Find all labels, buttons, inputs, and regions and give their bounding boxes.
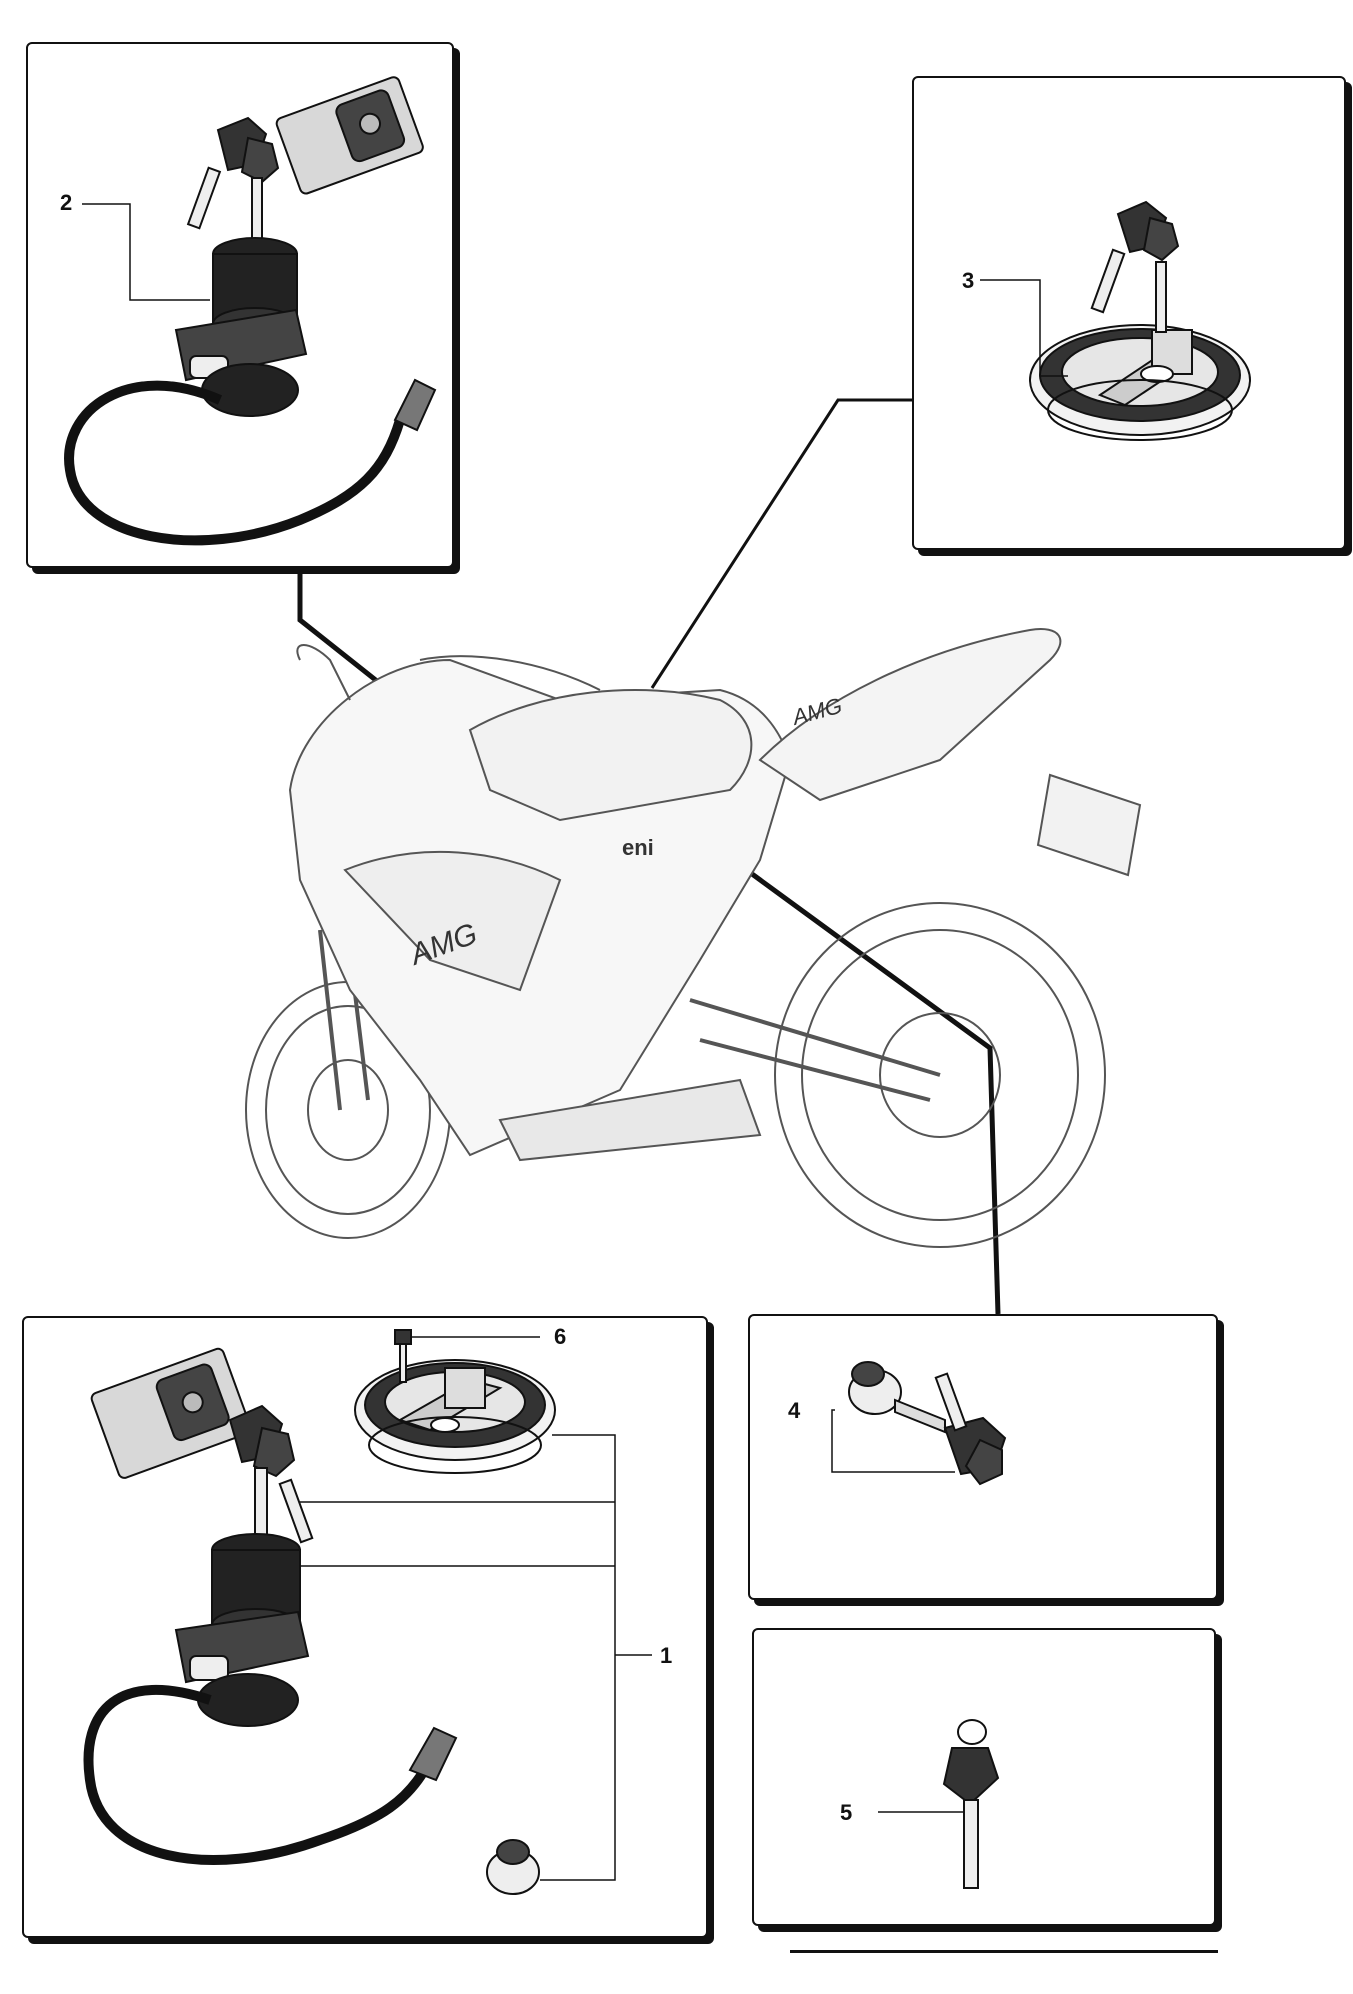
bottom-divider (790, 1950, 1218, 1953)
lock-barrel-icon (174, 1533, 310, 1727)
rear-wheel-icon (774, 902, 1106, 1248)
eni-decal-text: eni (622, 835, 654, 860)
callout-4-label: 4 (788, 1398, 801, 1423)
code-card-icon (275, 76, 424, 195)
screw-icon (394, 1329, 412, 1383)
panel-fuel-cap-detail (912, 76, 1346, 550)
lock-kit-illustration (83, 1329, 652, 1895)
motorcycle-sketch: AMG AMG eni (245, 628, 1142, 1248)
key-pair-icon (228, 1404, 314, 1544)
fuel-cap-icon (354, 1359, 556, 1474)
wiring-harness-icon (64, 380, 405, 546)
ignition-switch-illustration (64, 76, 437, 546)
key-illustration (878, 1719, 1000, 1889)
lock-barrel-icon (174, 237, 308, 417)
callout-1-label: 1 (660, 1643, 673, 1668)
callout-5-label: 5 (840, 1800, 853, 1825)
callout-6-label: 6 (554, 1324, 567, 1349)
key-pair-icon (186, 116, 280, 249)
tail-section-icon (758, 628, 1062, 802)
code-card-icon (90, 1347, 252, 1479)
wiring-harness-icon (83, 1685, 435, 1865)
fuel-cap-key-icon (1090, 200, 1180, 333)
fuel-cap-illustration (980, 200, 1251, 441)
callout-2-label: 2 (60, 190, 73, 215)
callout-3-label: 3 (962, 268, 975, 293)
seat-lock-illustration (831, 1361, 1007, 1486)
lock-cylinder-icon (486, 1839, 540, 1895)
